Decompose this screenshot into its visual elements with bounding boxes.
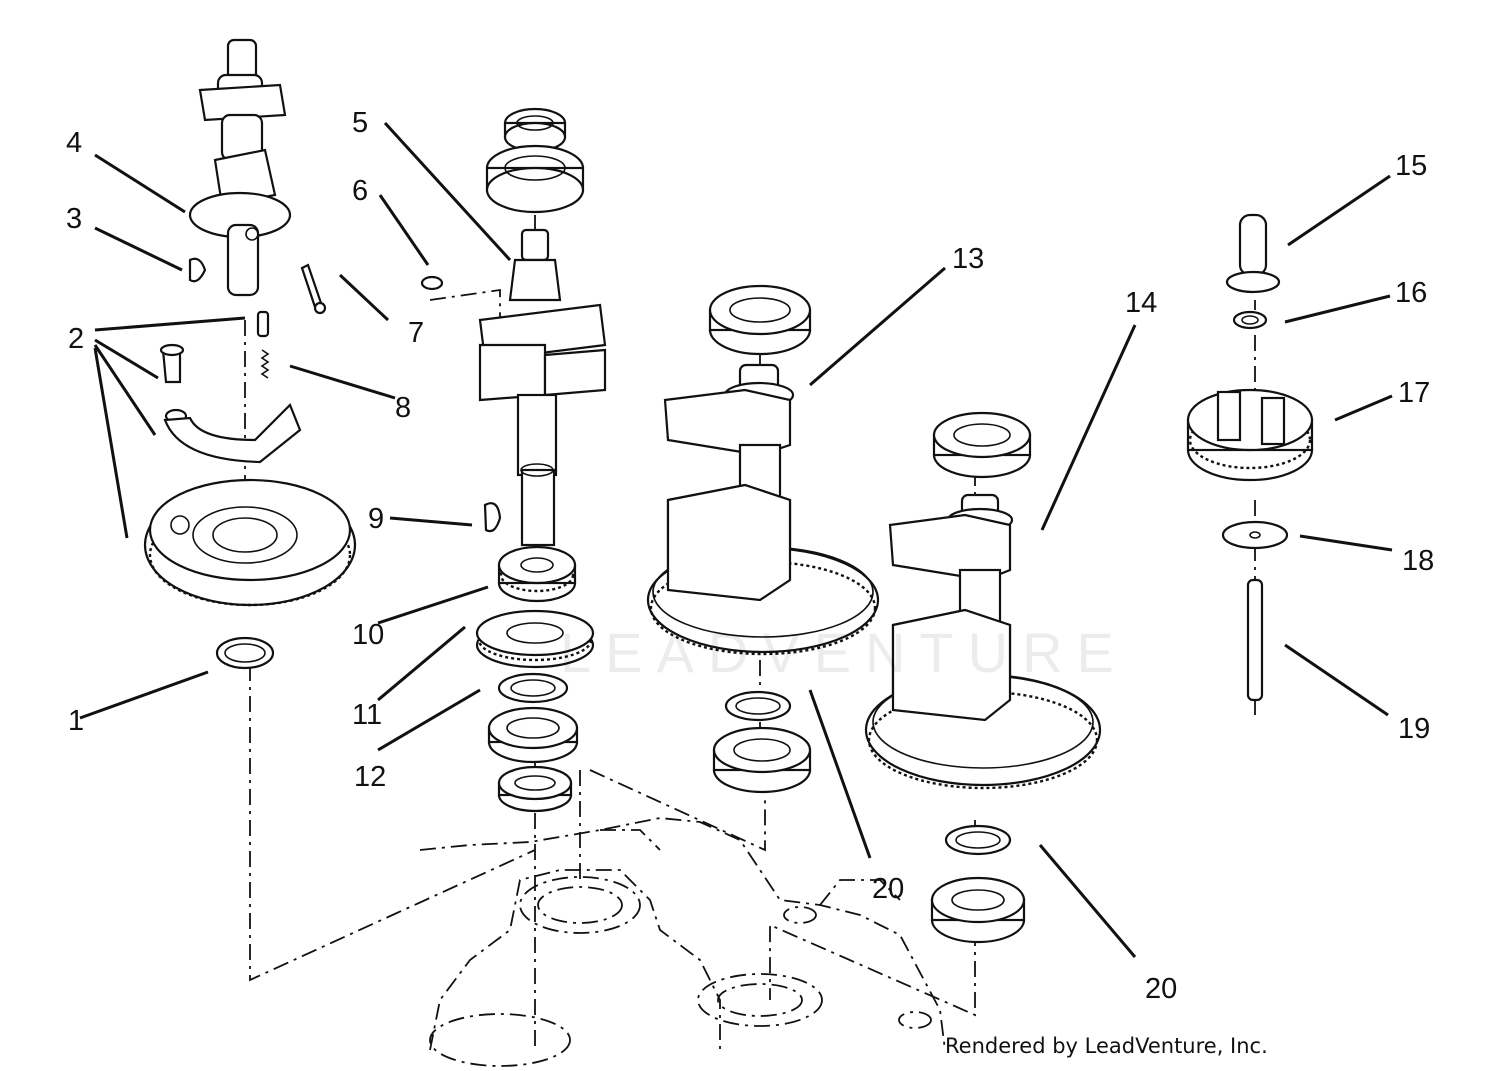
pin-7 [300, 263, 327, 315]
bearings-bottom-center [487, 706, 579, 813]
governor-arm [163, 403, 302, 464]
housing-outline [419, 817, 946, 1067]
spring-8 [260, 349, 270, 379]
gear-11 [475, 609, 595, 669]
callout-8: 8 [395, 392, 411, 424]
callout-13: 13 [952, 243, 984, 275]
washer-20a [724, 690, 792, 722]
bearing-20b [930, 876, 1026, 944]
balance-shaft-14 [864, 493, 1102, 790]
washer-12 [497, 672, 569, 704]
balance-shaft-13 [646, 363, 880, 656]
callout-20b: 20 [1145, 973, 1177, 1005]
callout-12: 12 [354, 761, 386, 793]
render-credit: Rendered by LeadVenture, Inc. [945, 1034, 1268, 1058]
washer-20b [944, 824, 1012, 856]
key-9 [483, 502, 502, 533]
callout-5: 5 [352, 107, 368, 139]
leader-lines [79, 121, 1393, 958]
callout-14: 14 [1125, 287, 1157, 319]
crankshaft [478, 228, 607, 547]
callout-2: 2 [68, 323, 84, 355]
governor-gear-17 [1186, 388, 1314, 482]
washer-18 [1221, 520, 1289, 550]
camshaft [188, 38, 292, 297]
callout-7: 7 [408, 317, 424, 349]
callout-labels: 1 2 3 4 5 6 7 8 9 10 11 12 13 14 15 16 1… [66, 107, 1434, 1005]
callout-4: 4 [66, 127, 82, 159]
callout-20a: 20 [872, 873, 904, 905]
bearing-14-top [932, 411, 1032, 479]
ring-16 [1232, 310, 1268, 330]
callout-15: 15 [1395, 150, 1427, 182]
callout-17: 17 [1398, 377, 1430, 409]
callout-11: 11 [352, 699, 382, 731]
washer-6 [420, 275, 444, 291]
callout-6: 6 [352, 175, 368, 207]
callout-16: 16 [1395, 277, 1427, 309]
bearing-13-top [708, 284, 812, 356]
cam-gear [143, 478, 357, 607]
bearings-top-center [485, 107, 585, 214]
callout-1: 1 [68, 705, 84, 737]
watermark-text: LEADVENTURE [560, 621, 1128, 684]
callout-19: 19 [1398, 713, 1430, 745]
pin-15 [1225, 213, 1281, 294]
bearing-20a [712, 726, 812, 794]
callout-3: 3 [66, 203, 82, 235]
callout-18: 18 [1402, 545, 1434, 577]
small-gear-10 [497, 545, 577, 603]
callout-9: 9 [368, 503, 384, 535]
governor-parts-2 [159, 310, 270, 424]
woodruff-key-3 [188, 257, 207, 283]
washer-1 [215, 636, 275, 670]
shaft-19 [1246, 578, 1264, 702]
callout-10: 10 [352, 619, 384, 651]
